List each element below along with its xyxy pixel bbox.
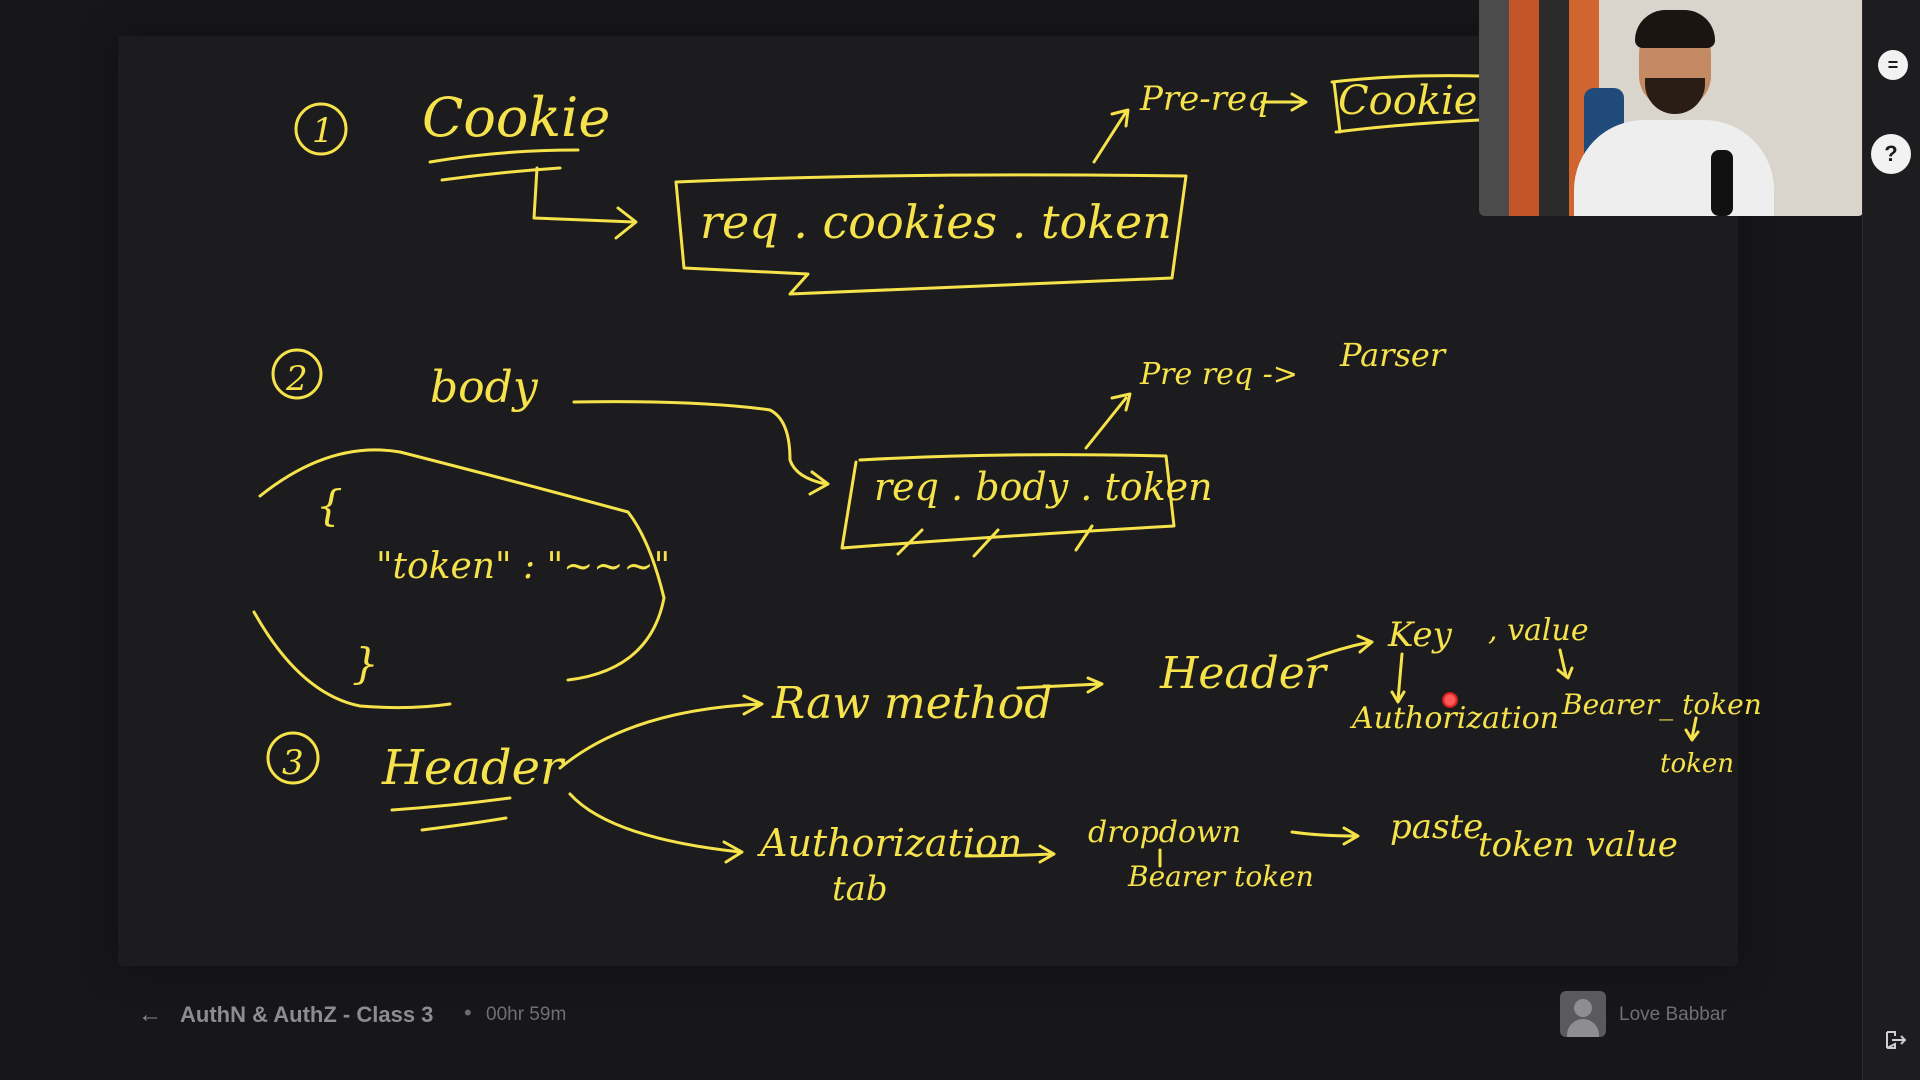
class-title: AuthN & AuthZ - Class 3 <box>180 1002 434 1027</box>
webcam-bg-stripe <box>1479 0 1509 216</box>
title-separator: • <box>464 1000 472 1025</box>
webcam-bg-stripe <box>1539 0 1569 216</box>
help-icon[interactable]: ? <box>1871 134 1911 174</box>
class-duration: 00hr 59m <box>486 1004 567 1025</box>
chat-icon[interactable]: = <box>1878 50 1908 80</box>
avatar-body-shape <box>1567 1019 1599 1037</box>
avatar-head-shape <box>1574 999 1592 1017</box>
webcam-hair <box>1635 10 1715 48</box>
webcam-microphone <box>1711 150 1733 216</box>
instructor-webcam <box>1479 0 1864 216</box>
exit-icon[interactable] <box>1883 1028 1907 1052</box>
webcam-shirt <box>1574 120 1774 216</box>
instructor-avatar <box>1560 991 1606 1037</box>
right-sidebar: = ? <box>1862 0 1920 1080</box>
back-icon[interactable]: ← <box>138 1001 162 1028</box>
webcam-bg-stripe <box>1509 0 1539 216</box>
instructor-name: Love Babbar <box>1619 1004 1727 1025</box>
lecture-stage: 1 Cookie req . cookies . token Pre-req C… <box>252 0 1864 909</box>
laser-pointer <box>1442 692 1458 708</box>
